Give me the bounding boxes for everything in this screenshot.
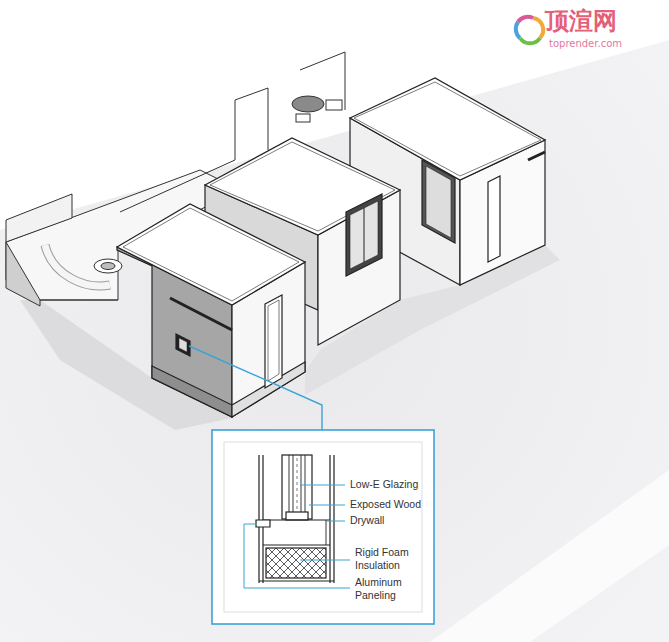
detail-leaders xyxy=(244,485,350,588)
slot-window xyxy=(265,295,282,388)
fascia-bar xyxy=(528,152,545,160)
window-glass xyxy=(350,201,378,269)
terrace-line xyxy=(40,300,118,301)
low-e-glazing xyxy=(289,455,305,512)
callout-leader xyxy=(189,346,322,430)
watermark-logo xyxy=(516,17,543,44)
logo-arc xyxy=(516,22,520,38)
part-name: Low-E Glazing xyxy=(350,478,418,491)
plinth xyxy=(152,366,232,417)
window-glass xyxy=(426,166,451,238)
roof xyxy=(350,78,545,180)
terrace-edge xyxy=(6,242,40,306)
chair xyxy=(296,114,310,122)
wall-section xyxy=(256,455,334,583)
leader-line xyxy=(244,524,350,588)
leader-line xyxy=(300,485,345,486)
fascia-bar xyxy=(170,298,232,330)
leader-line xyxy=(300,560,350,561)
small-window-glass xyxy=(179,338,187,352)
roof-edge xyxy=(354,82,541,176)
window xyxy=(346,194,382,276)
leader-line xyxy=(309,505,345,506)
logo-arc xyxy=(518,17,533,22)
section-base xyxy=(259,580,334,581)
watermark: 顶渲网 xyxy=(545,6,617,36)
window-mullion xyxy=(364,208,365,262)
window-frame xyxy=(282,455,312,519)
slot-window xyxy=(488,176,500,262)
part-name: Rigid Foam Insulation xyxy=(355,546,421,572)
callout-box xyxy=(212,430,434,624)
small-window xyxy=(176,334,190,356)
leader-line xyxy=(327,521,345,522)
ground-band xyxy=(430,470,669,642)
part-name: Aluminum Paneling xyxy=(355,576,417,602)
sill-line xyxy=(263,519,330,520)
logo-arc xyxy=(533,18,543,38)
logo-arc xyxy=(520,38,540,43)
part-name: Exposed Wood xyxy=(350,498,421,511)
rigid-foam xyxy=(266,548,326,578)
paneling-cap xyxy=(256,520,270,527)
glazing-gap xyxy=(297,458,298,510)
part-name: Drywall xyxy=(350,514,384,527)
wood-sill xyxy=(286,512,308,520)
roof xyxy=(117,204,305,305)
section-line xyxy=(263,544,330,545)
chair xyxy=(326,100,342,110)
terrace-wall xyxy=(6,194,72,242)
roof-edge xyxy=(123,208,299,301)
round-table-top xyxy=(101,263,115,270)
window xyxy=(422,160,455,243)
round-table xyxy=(94,259,122,273)
drywall xyxy=(326,520,327,545)
patio-table-top xyxy=(292,96,324,112)
slot-window-frame xyxy=(268,300,279,381)
watermark: toprender.com xyxy=(549,38,622,51)
wall-lines xyxy=(259,455,334,583)
callout-inner xyxy=(224,442,422,612)
patio-table xyxy=(292,96,342,122)
